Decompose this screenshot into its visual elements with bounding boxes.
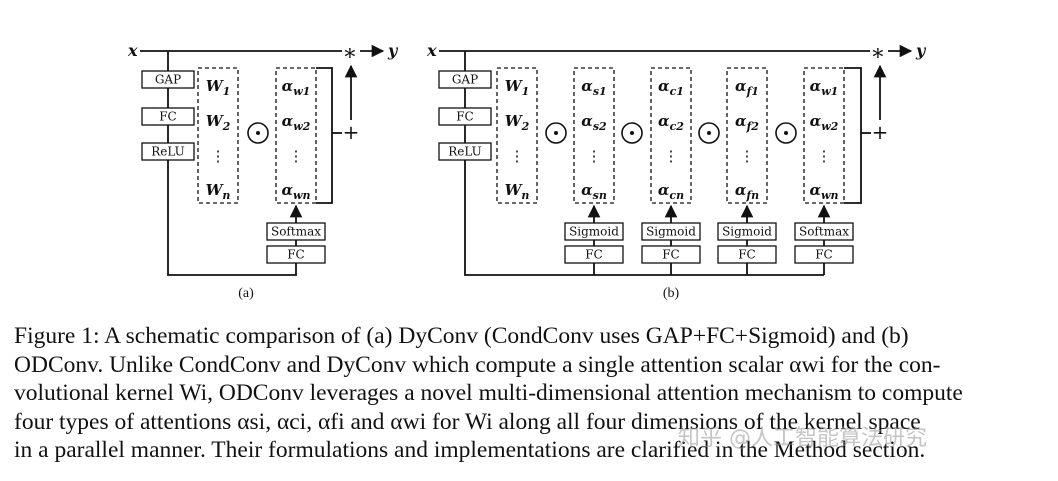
panel_b-kernel-column-entry-2: W2 — [505, 112, 530, 133]
panel_b-relu-block-label: ReLU — [448, 145, 482, 159]
panel_b-attention-column-3-entry-1: αf1 — [735, 77, 759, 98]
caption-line-1: Figure 1: A schematic comparison of (a) … — [14, 323, 909, 349]
caption-line-3: volutional kernel Wi, ODConv leverages a… — [14, 380, 963, 406]
panel_b-hadamard-1-dot — [554, 131, 558, 135]
panel_a-hadamard-dot — [256, 131, 260, 135]
panel_a-kernel-column-entry-2: W2 — [206, 112, 231, 133]
panel_b-hadamard-3 — [698, 122, 720, 144]
panel_a-softmax-block-label: Softmax — [271, 225, 321, 239]
panel_b-attention-column-1 — [573, 67, 615, 204]
panel_b-hadamard-3-dot — [707, 131, 711, 135]
panel_a-bracket — [316, 67, 333, 204]
panel_b-attention-column-2 — [650, 67, 692, 204]
panel_b-fc-block-4-label: FC — [815, 248, 833, 262]
panel_b-attention-column-4 — [803, 67, 845, 204]
panel_b-activation-block-3 — [717, 222, 777, 241]
panel_b-attention-column-4-entry-2: αw2 — [810, 112, 839, 133]
panel_a-relu-block-label: ReLU — [151, 145, 185, 159]
panel_b-loop — [464, 160, 824, 276]
panel_a-kernel-column — [197, 67, 239, 204]
caption-line-5: in a parallel manner. Their formulations… — [14, 437, 926, 463]
panel_b-fc-block-3-label: FC — [738, 248, 756, 262]
figure-caption: Figure 1: A schematic comparison of (a) … — [14, 322, 1046, 465]
panel_b-fc-block-1-label: FC — [585, 248, 603, 262]
panel_a-kernel-column-entry-n: Wn — [206, 181, 231, 202]
panel_b-activation-block-1 — [564, 222, 624, 241]
panel_a-kernel-column-vdots: ⋮ — [211, 147, 226, 165]
panel_a-head-fc-block — [266, 245, 326, 264]
panel_a-loop — [167, 160, 297, 276]
panel_b-attention-column-3 — [726, 67, 768, 204]
panel_b-attention-column-1-vdots: ⋮ — [587, 147, 602, 165]
caption-line-4: four types of attentions αsi, αci, αfi a… — [14, 408, 921, 435]
panel_b-fc-block-3 — [717, 245, 777, 264]
panel_a-kernel-column-entry-1: W1 — [206, 77, 231, 98]
panel_b-kernel-column-entry-1: W1 — [505, 77, 530, 98]
panel_b-activation-block-4-label: Softmax — [799, 225, 849, 239]
panel_b-input-x: x — [426, 41, 437, 60]
panel_a-fc-block-label: FC — [159, 110, 177, 124]
panel_a-input-x: x — [127, 41, 138, 60]
panel_a-softmax-block — [266, 222, 326, 241]
panel_a-attention-column-entry-n: αwn — [281, 181, 310, 202]
panel_b-activation-block-4 — [794, 222, 854, 241]
panel_b-caption: (b) — [663, 286, 680, 301]
panel_b-hadamard-4 — [775, 122, 797, 144]
panel_a-attention-column — [275, 67, 317, 204]
panel_b-attention-column-2-entry-n: αcn — [658, 181, 684, 202]
panel_b-attention-column-4-entry-1: αw1 — [810, 77, 839, 98]
panel_b-bracket — [844, 67, 862, 204]
panel_b-attention-column-2-vdots: ⋮ — [664, 147, 679, 165]
panel_b-relu-block — [438, 142, 492, 161]
panel_b-gap-block-label: GAP — [452, 73, 478, 87]
panel_b-attention-column-1-entry-2: αs2 — [581, 112, 607, 133]
panel_b-fc-block-2 — [641, 245, 701, 264]
panel_b-attention-column-3-entry-n: αfn — [735, 181, 759, 202]
panel_b-kernel-column-vdots: ⋮ — [510, 147, 525, 165]
panel_b-output-y: y — [915, 41, 927, 60]
panel_a-gap-block-label: GAP — [155, 73, 181, 87]
panel_a-add: + — [343, 120, 360, 144]
panel_a-attention-column-entry-2: αw2 — [282, 112, 311, 133]
panel_b-fc-block-4 — [794, 245, 854, 264]
panel_b-kernel-column-entry-n: Wn — [505, 181, 530, 202]
panel_a-fc-block — [141, 107, 195, 126]
panel_a-output-y: y — [387, 41, 399, 60]
panel_b-attention-column-3-vdots: ⋮ — [740, 147, 755, 165]
panel_b-attention-column-1-entry-n: αsn — [581, 181, 607, 202]
panel_b-fc-block-label: FC — [456, 110, 474, 124]
panel_b-multiply: ∗ — [871, 41, 886, 66]
panel_a-multiply: ∗ — [343, 41, 358, 66]
panel_b-attention-column-2-entry-2: αc2 — [658, 112, 684, 133]
panel_b-add: + — [872, 120, 889, 144]
panel_a-caption: (a) — [238, 286, 254, 301]
panel_b-activation-block-1-label: Sigmoid — [569, 225, 619, 239]
panel_a-head-fc-block-label: FC — [287, 248, 305, 262]
panel_b-attention-column-2-entry-1: αc1 — [658, 77, 684, 98]
panel_b-hadamard-4-dot — [784, 131, 788, 135]
panel_b-attention-column-4-vdots: ⋮ — [817, 147, 832, 165]
panel_b-attention-column-4-entry-n: αwn — [809, 181, 838, 202]
panel_b-fc-block-1 — [564, 245, 624, 264]
panel_b-activation-block-2-label: Sigmoid — [646, 225, 696, 239]
panel_a-attention-column-entry-1: αw1 — [282, 77, 311, 98]
panel_b-hadamard-2 — [621, 122, 643, 144]
panel_a-attention-column-vdots: ⋮ — [289, 147, 304, 165]
panel_b-hadamard-2-dot — [630, 131, 634, 135]
panel_a-gap-block — [141, 70, 195, 89]
panel_b-attention-column-3-entry-2: αf2 — [735, 112, 759, 133]
panel_b-kernel-column — [496, 67, 538, 204]
panel_b-activation-block-3-label: Sigmoid — [722, 225, 772, 239]
caption-line-2: ODConv. Unlike CondConv and DyConv which… — [14, 351, 941, 378]
panel_b-fc-block-2-label: FC — [662, 248, 680, 262]
panel_b-activation-block-2 — [641, 222, 701, 241]
panel_a-hadamard — [247, 122, 269, 144]
panel_a-relu-block — [141, 142, 195, 161]
panel_b-hadamard-1 — [545, 122, 567, 144]
panel_b-gap-block — [438, 70, 492, 89]
panel_b-attention-column-1-entry-1: αs1 — [581, 77, 606, 98]
panel_b-fc-block — [438, 107, 492, 126]
